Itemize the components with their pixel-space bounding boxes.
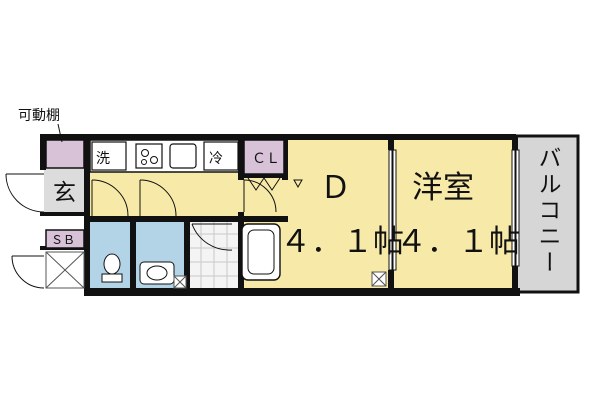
label-entrance: 玄 (53, 180, 76, 206)
kitchen-sink (169, 143, 197, 169)
shoe-box (45, 229, 85, 249)
corridor-floor (88, 172, 244, 218)
stove (135, 143, 163, 169)
label-washer: 洗 (96, 151, 110, 167)
label-balcony: バルコニー (534, 146, 561, 276)
western-room (392, 138, 514, 290)
toilet-tank (101, 273, 123, 283)
label-western-size: ４．１帖 (396, 224, 520, 260)
label-western-room: 洋室 (412, 170, 474, 206)
marker-triangle (293, 179, 303, 189)
label-fridge: 冷 (209, 151, 223, 167)
dining-room (286, 138, 390, 290)
washer-space (91, 141, 127, 171)
fridge-space (203, 141, 239, 171)
label-closet: ＣＬ (252, 151, 280, 167)
movable-shelf (45, 139, 85, 169)
label-movable-shelf: 可動棚 (18, 108, 60, 124)
label-dining-size: ４．１帖 (280, 224, 404, 260)
entrance-area (44, 168, 88, 214)
label-dining: Ｄ (320, 170, 351, 206)
bathtub (241, 223, 281, 281)
toilet-bowl (103, 253, 121, 275)
closet (243, 139, 285, 175)
label-shoe-box: ＳＢ (51, 233, 75, 247)
